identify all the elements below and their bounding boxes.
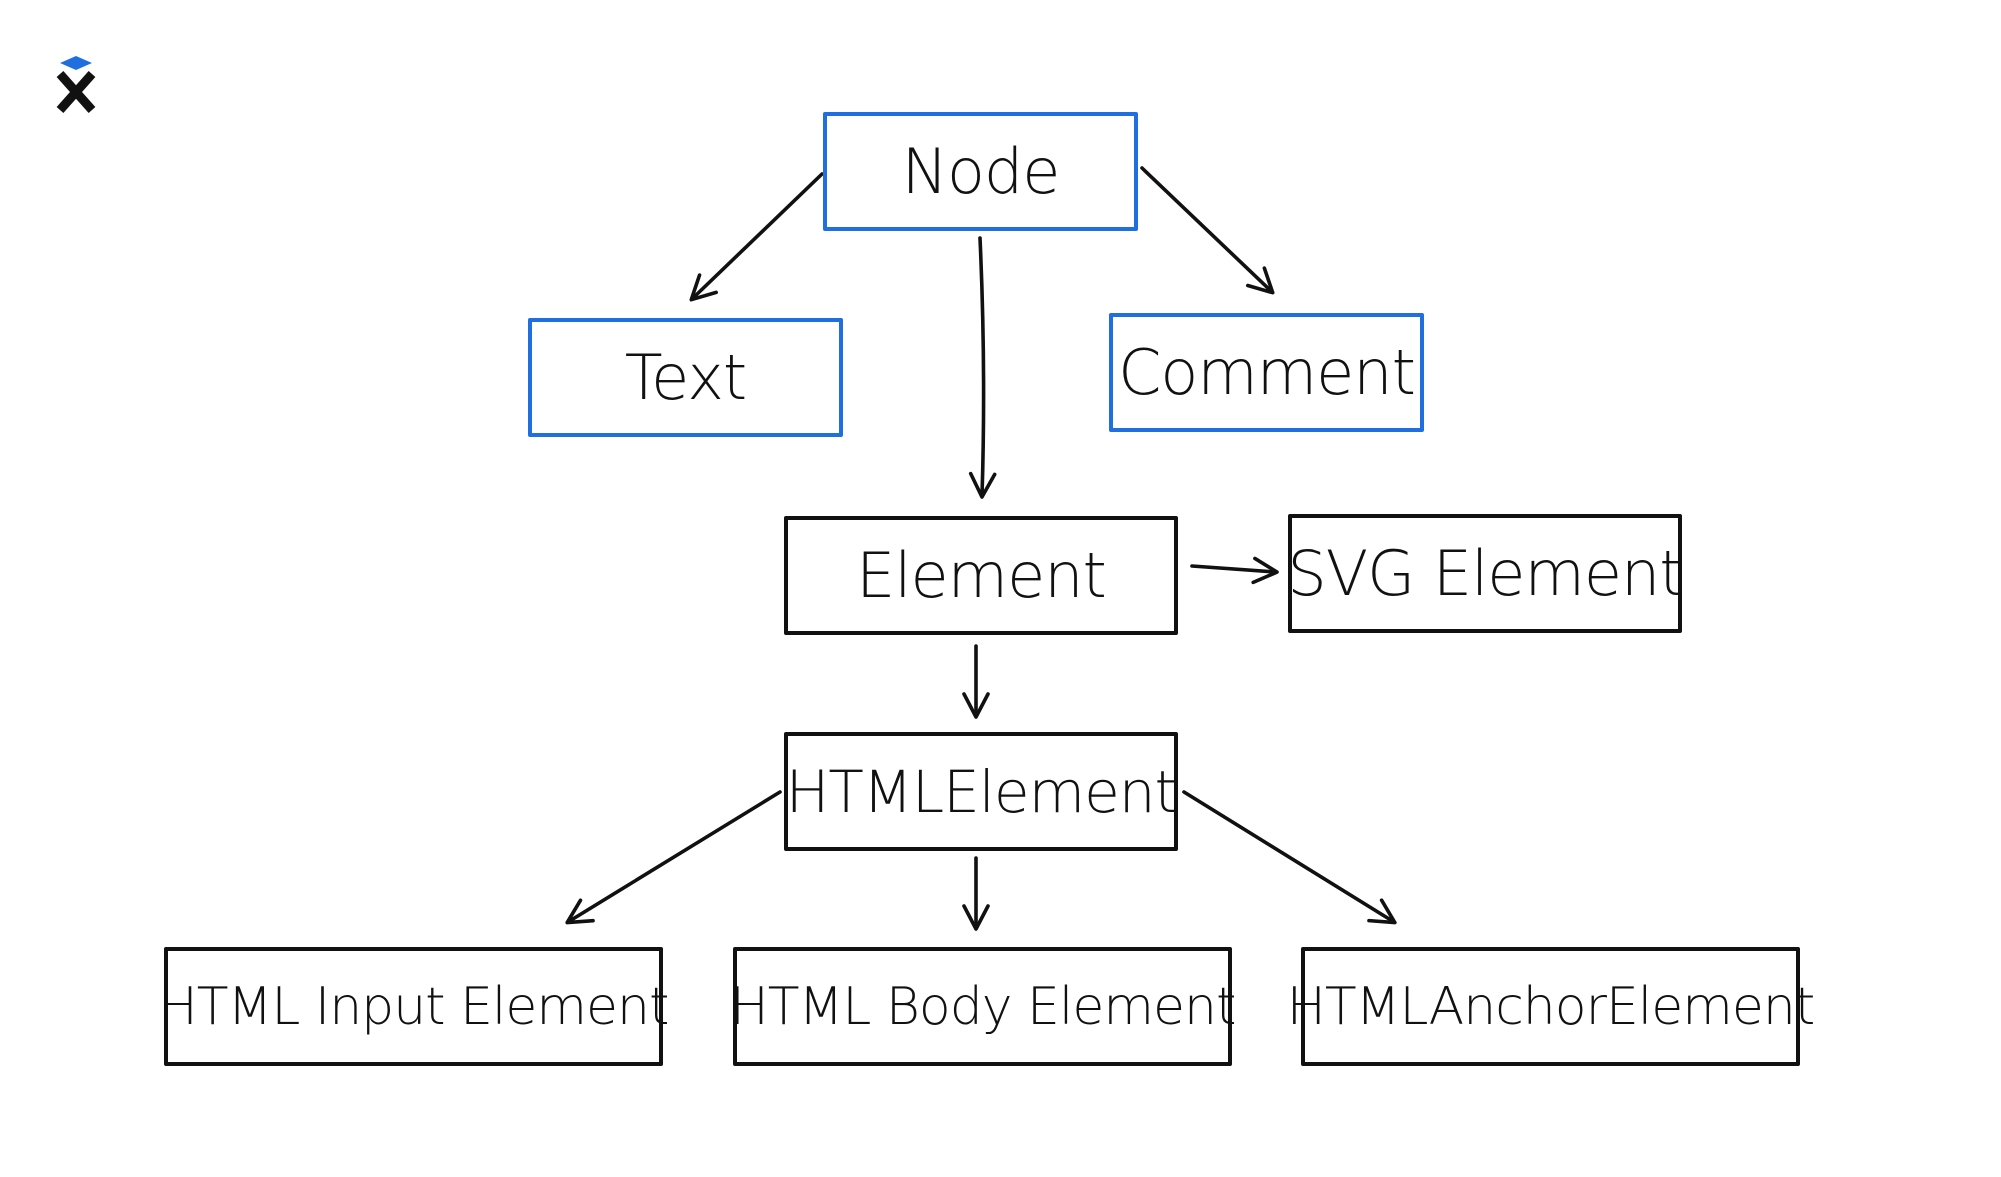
node-node-label: Node [901,135,1061,208]
node-html-anchor-element: HTMLAnchorElement [1287,947,1815,1066]
arrow-element-to-svg [1190,556,1279,585]
node-node: Node [823,112,1138,231]
node-html-input-element: HTML Input Element [159,947,669,1066]
arrow-node-to-text [689,172,824,302]
node-html-element-label: HTMLElement [785,757,1178,826]
node-element-label: Element [856,539,1107,612]
node-svg-element: SVG Element [1287,514,1684,633]
node-svg-element-label: SVG Element [1287,537,1683,610]
node-comment-label: Comment [1118,336,1416,409]
node-html-input-element-label: HTML Input Element [158,976,670,1037]
node-text: Text [528,318,843,437]
arrow-html-to-anchor [1182,790,1397,925]
node-html-element: HTMLElement [784,732,1178,851]
arrow-html-to-input [565,790,782,925]
node-element: Element [784,516,1178,635]
x-logo-icon [56,56,96,113]
node-comment: Comment [1109,313,1424,432]
node-html-body-element-label: HTML Body Element [729,976,1237,1037]
node-html-anchor-element-label: HTMLAnchorElement [1286,976,1815,1037]
arrow-node-to-comment [1140,166,1275,295]
arrow-node-to-element [968,236,997,499]
node-text-label: Text [624,341,747,414]
node-html-body-element: HTML Body Element [730,947,1236,1066]
